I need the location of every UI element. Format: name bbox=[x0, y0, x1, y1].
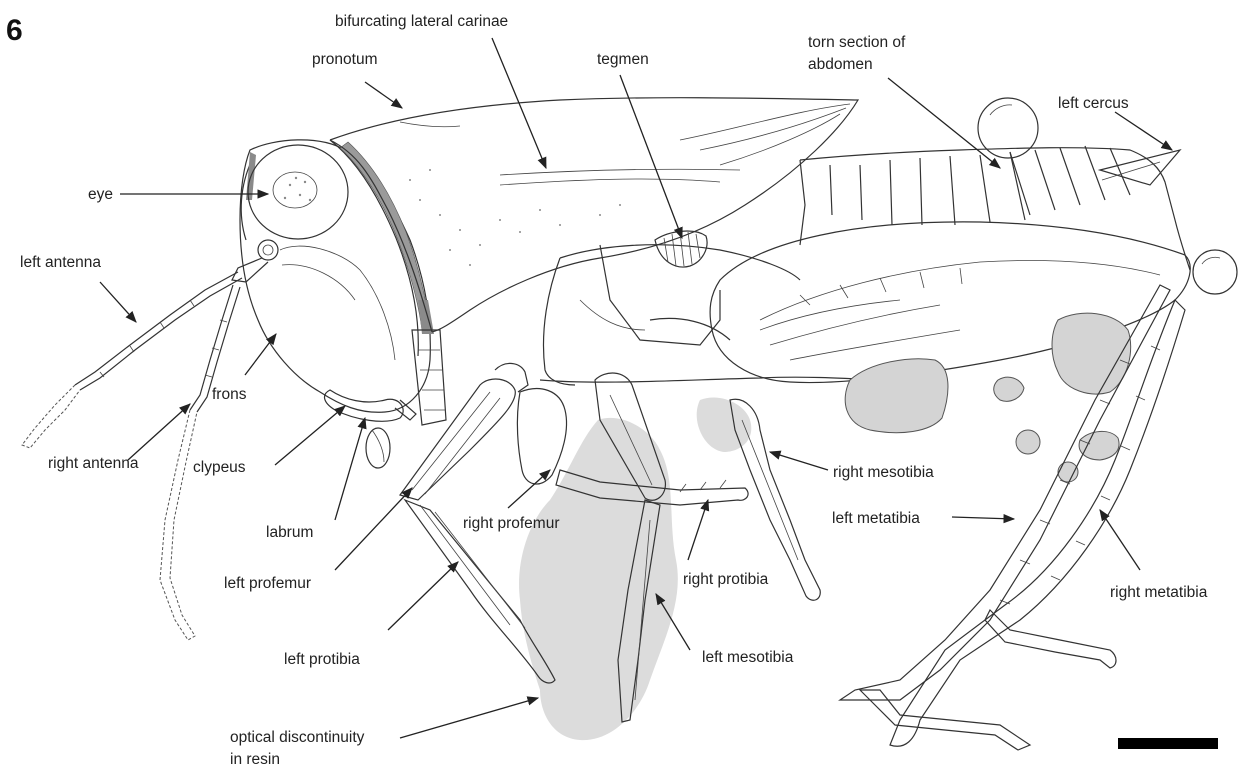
label-torn-section-line1: torn section of bbox=[808, 34, 906, 51]
resin-droplets bbox=[845, 98, 1237, 482]
left-antenna bbox=[22, 272, 242, 448]
label-right-metatibia: right metatibia bbox=[1110, 584, 1208, 601]
label-optical-line2: in resin bbox=[230, 751, 280, 768]
label-left-antenna: left antenna bbox=[20, 254, 101, 271]
label-torn-section-line2: abdomen bbox=[808, 56, 873, 73]
head bbox=[232, 140, 446, 468]
label-pronotum: pronotum bbox=[312, 51, 377, 68]
figure-number: 6 bbox=[6, 14, 23, 47]
label-left-cercus: left cercus bbox=[1058, 95, 1129, 112]
label-left-profemur: left profemur bbox=[224, 575, 311, 592]
label-frons: frons bbox=[212, 386, 247, 403]
label-eye: eye bbox=[88, 186, 113, 203]
label-bifurcating-lateral-carinae: bifurcating lateral carinae bbox=[335, 13, 508, 30]
label-left-mesotibia: left mesotibia bbox=[702, 649, 794, 666]
label-optical-line1: optical discontinuity bbox=[230, 729, 365, 746]
label-labrum: labrum bbox=[266, 524, 313, 541]
label-right-profemur: right profemur bbox=[463, 515, 559, 532]
label-tegmen: tegmen bbox=[597, 51, 649, 68]
label-left-metatibia: left metatibia bbox=[832, 510, 920, 527]
pronotum bbox=[330, 98, 858, 332]
label-clypeus: clypeus bbox=[193, 459, 246, 476]
label-right-protibia: right protibia bbox=[683, 571, 769, 588]
label-right-antenna: right antenna bbox=[48, 455, 139, 472]
label-right-mesotibia: right mesotibia bbox=[833, 464, 934, 481]
scale-bar bbox=[1118, 738, 1218, 749]
label-left-protibia: left protibia bbox=[284, 651, 360, 668]
